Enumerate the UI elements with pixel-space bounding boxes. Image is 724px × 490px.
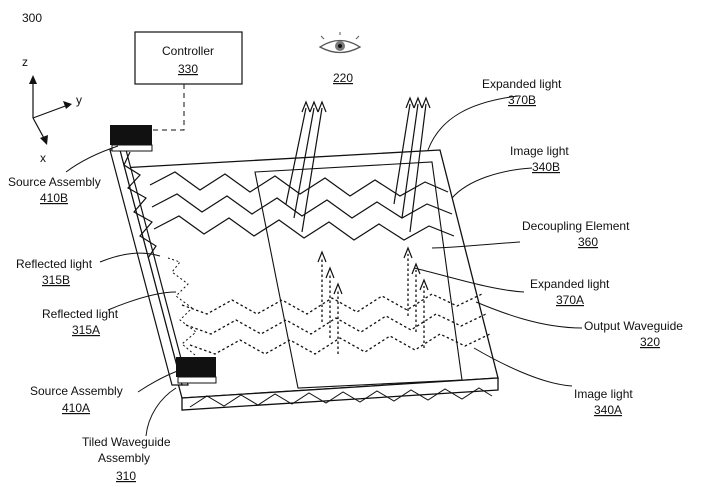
- source-a-block: [176, 357, 216, 377]
- label-image-light-b: Image light: [510, 144, 569, 158]
- y-axis-arrowhead: [63, 101, 72, 109]
- label-image-light-a: Image light: [574, 387, 633, 401]
- x-axis-arrowhead: [40, 135, 48, 145]
- controller-rect: [135, 32, 242, 84]
- ref-expanded-light-b: 370B: [508, 93, 536, 107]
- x-axis-label: x: [40, 151, 46, 165]
- controller-ref: 330: [178, 62, 198, 76]
- label-expanded-light-b: Expanded light: [482, 77, 562, 91]
- label-reflected-light-b: Reflected light: [16, 257, 93, 271]
- y-axis-line: [33, 105, 68, 118]
- ref-reflected-light-a: 315A: [72, 323, 100, 337]
- source-b-block: [110, 125, 152, 145]
- label-source-assembly-a: Source Assembly: [30, 384, 123, 398]
- coordinate-axes: z y x: [22, 55, 82, 165]
- figure-number: 300: [22, 11, 42, 25]
- label-output-waveguide: Output Waveguide: [584, 319, 683, 333]
- x-axis-line: [33, 118, 45, 140]
- y-axis-label: y: [76, 93, 82, 107]
- ref-source-assembly-a: 410A: [62, 401, 90, 415]
- ref-expanded-light-a: 370A: [556, 293, 584, 307]
- label-expanded-light-a: Expanded light: [530, 277, 610, 291]
- label-tiled-waveguide-line1: Tiled Waveguide: [82, 435, 171, 449]
- eye-icon: [320, 32, 360, 53]
- eye-ref: 220: [333, 71, 353, 85]
- ref-reflected-light-b: 315B: [42, 273, 70, 287]
- label-reflected-light-a: Reflected light: [42, 307, 119, 321]
- source-a-base: [178, 377, 216, 383]
- label-source-assembly-b: Source Assembly: [8, 175, 101, 189]
- controller-connection: [152, 84, 184, 130]
- leader-tiled-waveguide: [146, 388, 176, 436]
- label-decoupling-element: Decoupling Element: [522, 219, 630, 233]
- ref-image-light-a: 340A: [594, 403, 622, 417]
- label-tiled-waveguide-line2: Assembly: [98, 451, 150, 465]
- source-b-base: [112, 145, 152, 151]
- controller-name: Controller: [162, 44, 214, 58]
- ref-decoupling-element: 360: [578, 235, 598, 249]
- controller-box: Controller 330: [135, 32, 242, 84]
- leader-expanded-light-b: [428, 96, 518, 150]
- leader-image-light-b: [452, 168, 532, 198]
- source-assembly-a: [176, 357, 216, 383]
- ref-source-assembly-b: 410B: [40, 191, 68, 205]
- z-axis-label: z: [22, 55, 28, 69]
- z-axis-arrowhead: [29, 75, 37, 84]
- ref-image-light-b: 340B: [532, 160, 560, 174]
- ref-output-waveguide: 320: [640, 335, 660, 349]
- ref-tiled-waveguide: 310: [116, 469, 136, 483]
